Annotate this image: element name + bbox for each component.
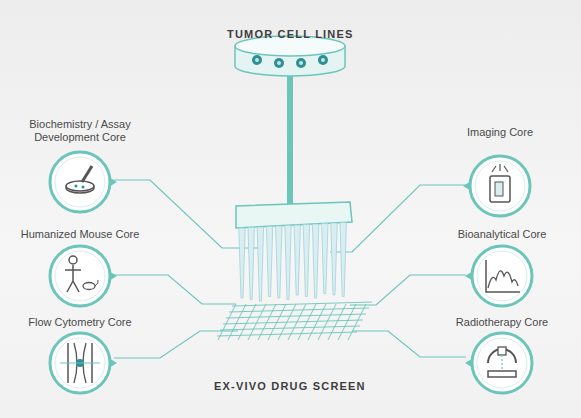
cell-line-dish	[235, 36, 345, 76]
flow-cytometry-core: Flow Cytometry Core	[2, 316, 158, 394]
pipette-stem	[287, 76, 293, 204]
biochemistry-core: Biochemistry / Assay Development Core	[2, 118, 158, 213]
core-label: Radiotherapy Core	[427, 316, 577, 329]
core-icon-circle	[38, 236, 122, 316]
core-label: Biochemistry / Assay Development Core	[13, 118, 148, 144]
leader-lines	[114, 180, 466, 358]
core-label: Imaging Core	[425, 126, 575, 139]
radiotherapy-core: Radiotherapy Core	[424, 316, 580, 394]
humanized-mouse-core: Humanized Mouse Core	[2, 228, 158, 307]
pipette-tips	[239, 223, 347, 302]
core-label: Humanized Mouse Core	[5, 228, 155, 241]
core-icon-circle	[460, 323, 544, 403]
core-icon-circle	[38, 323, 122, 403]
core-icon-circle	[458, 146, 542, 226]
diagram-title: TUMOR CELL LINES	[227, 28, 354, 40]
bottom-label: EX-VIVO DRUG SCREEN	[214, 380, 366, 392]
imaging-core: Imaging Core	[422, 126, 578, 217]
bioanalytical-core: Bioanalytical Core	[424, 228, 580, 307]
core-icon-circle	[38, 142, 122, 222]
well-grid	[217, 302, 372, 340]
core-icon-circle	[460, 236, 544, 316]
core-label: Bioanalytical Core	[427, 228, 577, 241]
core-label: Flow Cytometry Core	[5, 316, 155, 329]
